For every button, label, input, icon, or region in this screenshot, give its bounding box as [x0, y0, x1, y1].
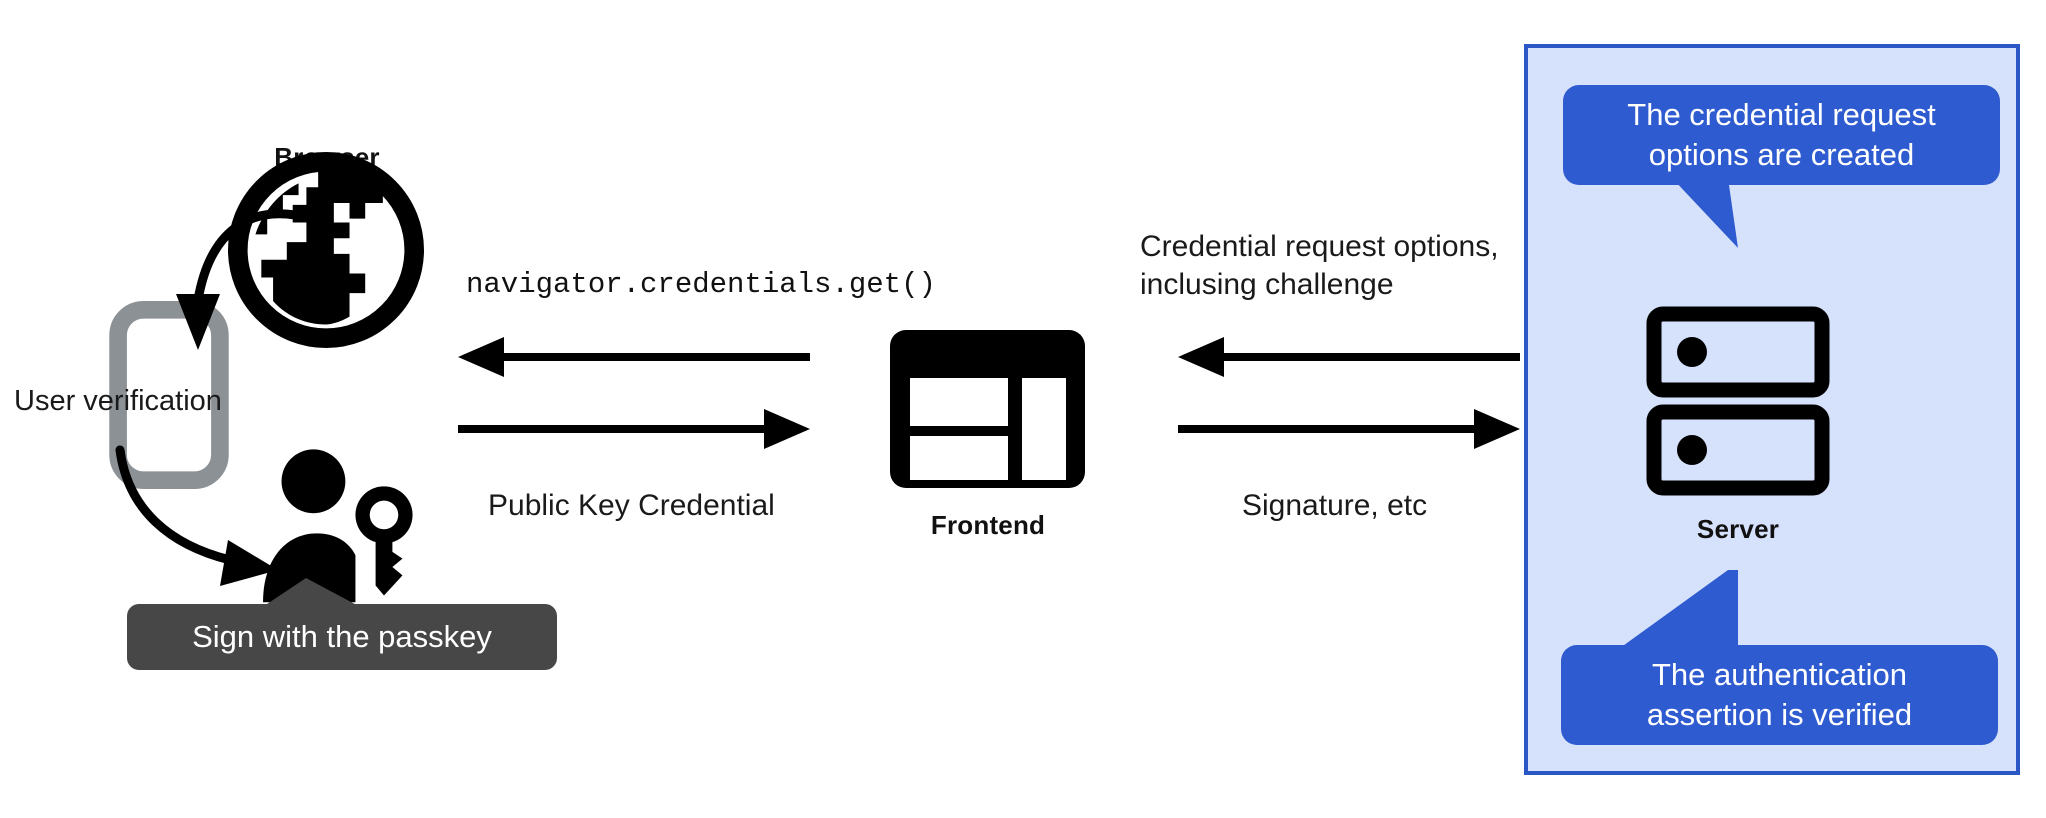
mobile-phone-icon — [109, 301, 229, 489]
bottom-callout: The authentication assertion is verified — [1561, 645, 1998, 745]
bottom-callout-tail — [1620, 570, 1820, 650]
server-rack-icon — [1646, 306, 1830, 496]
browser-to-phone-arrow — [100, 190, 300, 380]
server-to-frontend-arrow — [1178, 336, 1520, 378]
sign-with-passkey-tooltip: Sign with the passkey — [127, 604, 557, 670]
top-callout-tail — [1620, 178, 1820, 250]
frontend-to-server-arrow — [1178, 408, 1520, 450]
globe-icon — [228, 152, 424, 348]
sign-tooltip-tail — [258, 578, 378, 612]
web-layout-icon — [890, 330, 1085, 488]
browser-to-frontend-arrow — [458, 408, 810, 450]
person-with-key-icon — [258, 444, 426, 606]
phone-to-user-arrow — [110, 440, 310, 600]
frontend-to-browser-arrow — [458, 336, 810, 378]
top-callout: The credential request options are creat… — [1563, 85, 2000, 185]
frontend-label: Frontend — [930, 510, 1046, 540]
credential-request-options-label: Credential request options, inclusing ch… — [1140, 230, 1499, 301]
signature-etc-label: Signature, etc — [1242, 489, 1428, 522]
public-key-credential-label: Public Key Credential — [488, 489, 775, 522]
server-label: Server — [1696, 514, 1780, 544]
user-verification-label: User verification — [14, 385, 222, 417]
navigator-credentials-get-label: navigator.credentials.get() — [466, 268, 936, 301]
